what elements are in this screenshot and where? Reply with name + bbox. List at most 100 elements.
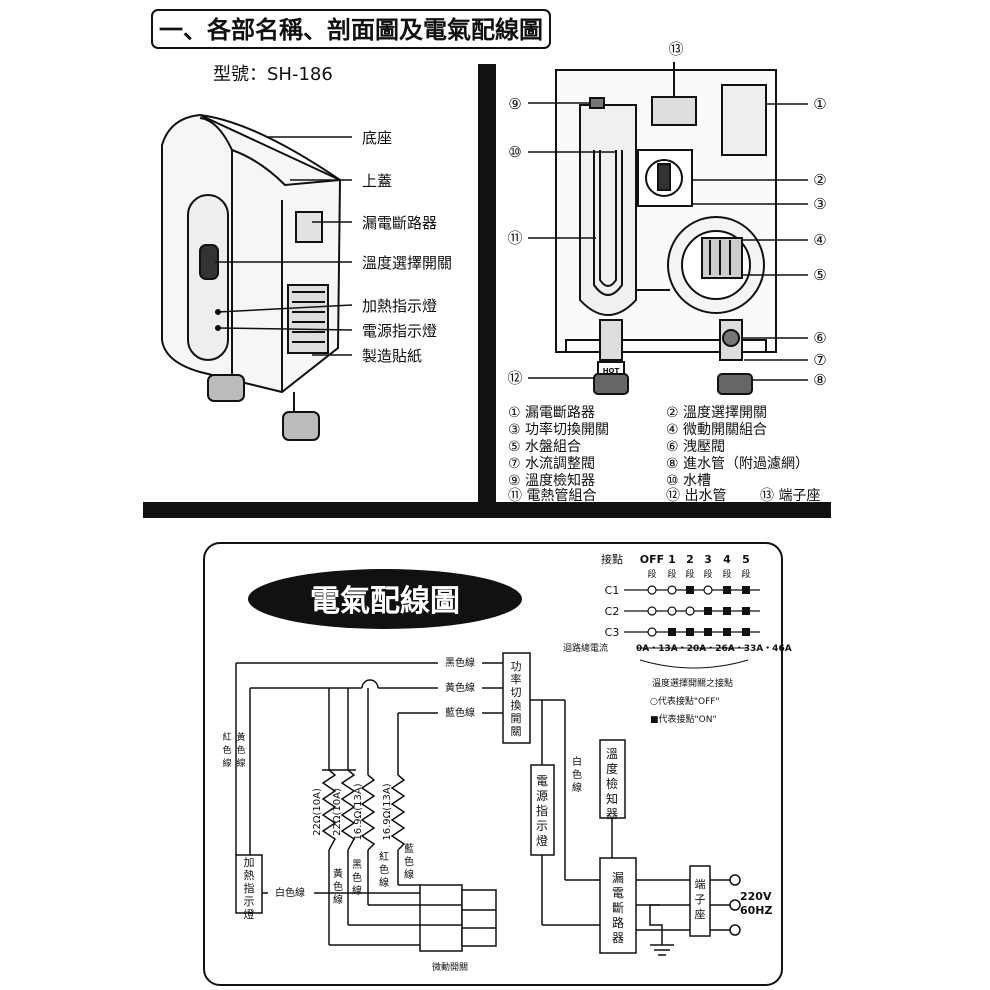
- micro-switch-block: [419, 884, 497, 952]
- legend-item: ⑦ 水流調整閥: [508, 456, 595, 472]
- contact-on-mark: [723, 586, 731, 594]
- legend-item: ⑧ 進水管（附過濾網）: [666, 456, 809, 472]
- section-leaders: [528, 151, 808, 381]
- vertical-label-heat-lamp: 加熱指示燈: [244, 856, 255, 921]
- vertical-label-blue-mid: 藍色線: [404, 842, 414, 881]
- temp-sensor-box: [599, 739, 626, 819]
- on-note: ■代表接點"ON": [650, 713, 717, 725]
- label-power-lamp: 電源指示燈: [362, 322, 437, 340]
- section-drawing: [528, 62, 808, 395]
- page-title: 一、各部名稱、剖面圖及電氣配線圖: [159, 16, 543, 44]
- label-bg: [268, 886, 314, 899]
- voltage-label: 220V: [740, 890, 772, 903]
- breaker-box: [599, 857, 637, 954]
- label-sticker: 製造貼紙: [362, 347, 422, 365]
- position-sub: 段: [722, 568, 731, 580]
- heater-resistors: [321, 769, 406, 851]
- callout-9: ⑨: [508, 95, 521, 113]
- position-sub: 段: [667, 568, 676, 580]
- contact-header: 接點: [601, 553, 623, 566]
- resistor-label: 22Ω(10A): [332, 788, 343, 836]
- contact-on-mark: [686, 628, 694, 636]
- callout-5: ⑤: [813, 266, 826, 284]
- row-label-c3: C3: [605, 626, 620, 639]
- contact-off-mark: [703, 585, 713, 595]
- legend-item: ② 溫度選擇開關: [666, 405, 767, 421]
- legend-item: ⑬ 端子座: [760, 488, 820, 504]
- power-lamp-box: [530, 764, 555, 856]
- position-label: 3: [704, 553, 712, 566]
- callout-4: ④: [813, 231, 826, 249]
- vertical-labels: 紅色線黃色線功率切換開關電源指示燈白色線溫度檢知器漏電斷路器端子座加熱指示燈黃色…: [222, 660, 705, 945]
- contact-on-mark: [723, 607, 731, 615]
- callout-7: ⑦: [813, 351, 826, 369]
- contact-on-mark: [668, 628, 676, 636]
- legend-item: ⑪ 電熱管組合: [508, 488, 596, 504]
- heater-exterior-drawing: [161, 113, 342, 441]
- resistor-label: 22Ω(10A): [312, 788, 323, 836]
- contact-on-mark: [704, 607, 712, 615]
- position-label: OFF: [640, 553, 664, 566]
- wiring-title-bg: [248, 569, 522, 629]
- row-label-c1: C1: [605, 584, 620, 597]
- terminal-dots: [729, 874, 741, 936]
- model-number: 型號：SH-186: [213, 64, 333, 85]
- position-sub: 段: [647, 568, 656, 580]
- position-label: 4: [723, 553, 731, 566]
- contact-off-mark: [647, 606, 657, 616]
- legend-item: ① 漏電斷路器: [508, 405, 595, 421]
- vertical-label-red-wire: 紅色線: [222, 732, 231, 769]
- label-bg: [438, 681, 482, 694]
- vertical-label-terminal: 端子座: [695, 878, 706, 921]
- resistor-label: 16.9Ω(13A): [353, 783, 364, 840]
- switch-note-bracket: [639, 659, 749, 669]
- wire-label-blue: 藍色線: [445, 706, 475, 719]
- label-leakage-breaker: 漏電斷路器: [362, 214, 437, 232]
- legend-item: ⑥ 洩壓閥: [666, 439, 725, 455]
- contact-position-sub: 段 段 段 段 段 段: [647, 568, 750, 580]
- callout-11: ⑪: [507, 229, 522, 247]
- legend-item: ③ 功率切換開關: [508, 421, 609, 438]
- vertical-label-yellow-wire: 黃色線: [236, 731, 245, 769]
- legend-item: ⑨ 溫度檢知器: [508, 472, 595, 489]
- callout-1: ①: [813, 95, 826, 113]
- callout-13: ⑬: [668, 40, 683, 58]
- label-bg: [438, 706, 482, 719]
- current-values: 0A・13A・20A・26A・33A・46A: [636, 644, 792, 654]
- horizontal-divider: [143, 502, 831, 518]
- row-label-c2: C2: [605, 605, 620, 618]
- legend-item: ⑤ 水盤組合: [508, 439, 581, 455]
- contact-off-mark: [667, 585, 677, 595]
- heat-lamp-box: [235, 854, 263, 914]
- contact-matrix: [647, 585, 750, 637]
- vertical-label-breaker: 漏電斷路器: [612, 871, 624, 945]
- label-base: 底座: [362, 129, 392, 147]
- vertical-divider: [478, 64, 496, 512]
- vertical-label-yellow-mid: 黃色線: [333, 867, 343, 906]
- callout-10: ⑩: [508, 143, 521, 161]
- position-sub: 段: [685, 568, 694, 580]
- resistor-label: 16.9Ω(13A): [382, 783, 393, 840]
- contact-on-mark: [742, 607, 750, 615]
- position-sub: 段: [741, 568, 750, 580]
- wire-label-black: 黑色線: [445, 656, 475, 669]
- contact-on-mark: [742, 586, 750, 594]
- label-top-cover: 上蓋: [362, 172, 392, 190]
- hot-label: HOT: [603, 367, 620, 375]
- legend-item: ⑩ 水槽: [666, 473, 711, 489]
- vertical-label-red-mid: 紅色線: [379, 851, 389, 889]
- vertical-label-power-lamp: 電源指示燈: [536, 774, 548, 848]
- wiring-title: 電氣配線圖: [310, 584, 460, 619]
- power-switch-box: [502, 652, 531, 744]
- contact-off-mark: [667, 606, 677, 616]
- exterior-leader-lines: [215, 136, 353, 356]
- label-bg: [438, 656, 482, 669]
- callout-2: ②: [813, 171, 826, 189]
- frequency-label: 60HZ: [740, 904, 773, 917]
- position-label: 1: [668, 553, 676, 566]
- callout-8: ⑧: [813, 371, 826, 389]
- label-temp-switch: 溫度選擇開關: [362, 254, 452, 272]
- contact-on-mark: [723, 628, 731, 636]
- wire-label-white: 白色線: [275, 886, 305, 899]
